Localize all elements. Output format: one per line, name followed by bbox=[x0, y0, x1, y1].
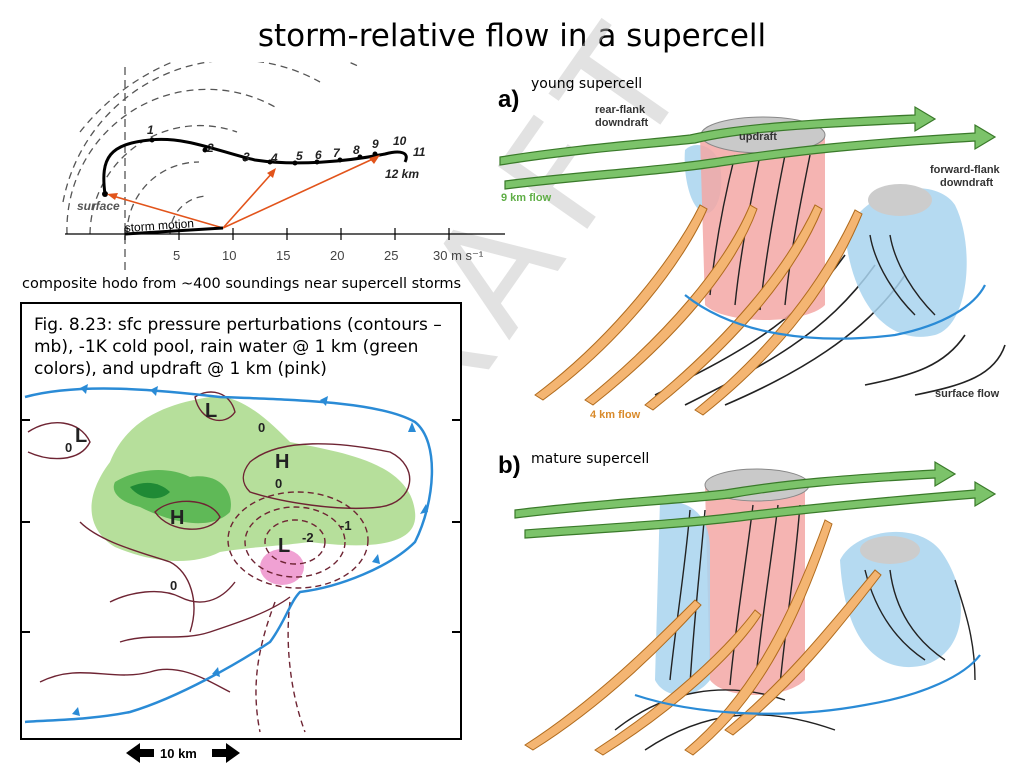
speed-ring-15 bbox=[89, 124, 238, 235]
rain-water-core bbox=[130, 482, 170, 499]
high-label-2: H bbox=[170, 507, 184, 529]
svg-text:9: 9 bbox=[372, 137, 379, 151]
x-tick-20: 20 bbox=[330, 248, 344, 263]
updraft-cylinder bbox=[700, 135, 825, 320]
svg-text:1: 1 bbox=[147, 123, 154, 137]
contour-values: 0 0 0 0 -1 -2 bbox=[65, 420, 352, 593]
mature-mid-level-flow bbox=[524, 519, 882, 756]
low-label-3: L bbox=[278, 535, 290, 557]
frame-ticks bbox=[21, 419, 461, 633]
surface-label: surface bbox=[77, 199, 120, 213]
svg-text:11: 11 bbox=[413, 145, 426, 159]
forward-flank-label-line1: forward-flank bbox=[930, 164, 1001, 176]
svg-text:2: 2 bbox=[206, 141, 214, 155]
mature-upper-level-flow bbox=[514, 460, 997, 539]
panel-a-labels: rear-flank downdraft updraft forward-fla… bbox=[501, 104, 1001, 421]
x-tick-25: 25 bbox=[384, 248, 398, 263]
rear-flank-label-line1: rear-flank bbox=[595, 104, 646, 116]
storm-motion-label: storm motion bbox=[124, 216, 194, 235]
x-tick-30: 30 m s⁻¹ bbox=[433, 248, 484, 263]
scale-label: 10 km bbox=[160, 746, 197, 761]
height-markers bbox=[102, 137, 378, 197]
ffd-top bbox=[868, 184, 932, 216]
panel-a-gust-front bbox=[684, 284, 986, 340]
surface-flow-label: surface flow bbox=[935, 388, 1000, 400]
panel-b-letter: b) bbox=[498, 452, 521, 479]
svg-text:7: 7 bbox=[333, 146, 341, 160]
hodograph-curve bbox=[102, 137, 408, 195]
svg-text:12 km: 12 km bbox=[385, 167, 419, 181]
updraft-label: updraft bbox=[739, 131, 777, 143]
svg-text:8: 8 bbox=[353, 143, 360, 157]
slide-title: storm-relative flow in a supercell bbox=[257, 18, 767, 54]
negative-contours bbox=[227, 491, 369, 733]
svg-text:0: 0 bbox=[65, 440, 72, 455]
pressure-perturbation-figure: L L L H H 0 0 0 0 -1 -2 bbox=[20, 302, 462, 740]
figure-caption: Fig. 8.23: sfc pressure perturbations (c… bbox=[34, 315, 442, 379]
x-tick-15: 15 bbox=[276, 248, 290, 263]
flow-9km-label: 9 km flow bbox=[501, 192, 552, 204]
arrowheads bbox=[107, 155, 380, 200]
speed-rings bbox=[62, 62, 361, 272]
pressure-labels: L L L H H bbox=[75, 400, 290, 557]
high-label-1: H bbox=[275, 451, 289, 473]
svg-text:0: 0 bbox=[170, 578, 177, 593]
speed-ring-30 bbox=[79, 62, 361, 133]
flow-4km-label: 4 km flow bbox=[590, 409, 641, 421]
svg-text:0: 0 bbox=[258, 420, 265, 435]
svg-text:6: 6 bbox=[315, 148, 322, 162]
svg-text:3: 3 bbox=[243, 150, 250, 164]
low-label-2: L bbox=[205, 400, 217, 422]
gust-front bbox=[24, 387, 434, 724]
panel-b-subtitle: mature supercell bbox=[531, 451, 650, 467]
rear-flank-label-line2: downdraft bbox=[595, 117, 648, 129]
height-labels: 1 2 3 4 5 6 7 8 9 10 11 12 km bbox=[147, 123, 426, 181]
panel-a-letter: a) bbox=[498, 86, 520, 113]
svg-text:-2: -2 bbox=[302, 530, 314, 545]
svg-text:4: 4 bbox=[270, 151, 278, 165]
mature-ffd-shape bbox=[840, 531, 961, 668]
svg-text:0: 0 bbox=[275, 476, 282, 491]
scale-bar: 10 km bbox=[126, 743, 240, 763]
low-label-1: L bbox=[75, 425, 87, 447]
panel-a-subtitle: young supercell bbox=[531, 76, 643, 92]
x-tick-10: 10 bbox=[222, 248, 236, 263]
svg-text:5: 5 bbox=[296, 149, 303, 163]
hodograph-caption: composite hodo from ~400 soundings near … bbox=[22, 276, 462, 292]
front-barbs bbox=[72, 384, 428, 716]
mature-ffd-top bbox=[860, 536, 920, 564]
panel-b-gust-front bbox=[634, 654, 981, 715]
svg-text:10: 10 bbox=[393, 134, 407, 148]
speed-ring-20 bbox=[66, 88, 276, 235]
hodograph-diagram: 5 10 15 20 25 30 m s⁻¹ 1 2 3 4 5 6 7 8 9… bbox=[62, 62, 505, 272]
forward-flank-label-line2: downdraft bbox=[940, 177, 993, 189]
x-tick-5: 5 bbox=[173, 248, 180, 263]
mid-level-flow bbox=[534, 204, 863, 416]
updraft-area bbox=[260, 549, 304, 585]
mature-rfd-shape bbox=[655, 500, 710, 695]
forward-flank-downdraft-shape bbox=[845, 188, 967, 337]
speed-ring-10 bbox=[126, 161, 200, 235]
svg-text:-1: -1 bbox=[340, 518, 352, 533]
storm-motion-vector bbox=[124, 226, 224, 236]
mature-supercell-diagram bbox=[514, 460, 997, 756]
young-supercell-diagram: rear-flank downdraft updraft forward-fla… bbox=[499, 104, 1006, 421]
speed-ring-25 bbox=[62, 62, 321, 203]
pressure-contours bbox=[27, 391, 411, 693]
speed-ring-5 bbox=[169, 195, 209, 235]
storm-relative-arrows bbox=[112, 157, 376, 229]
scale-arrow-left bbox=[126, 743, 140, 763]
x-tick-labels: 5 10 15 20 25 30 m s⁻¹ bbox=[173, 248, 484, 263]
scale-arrow-right bbox=[226, 743, 240, 763]
upper-level-flow bbox=[499, 105, 997, 190]
